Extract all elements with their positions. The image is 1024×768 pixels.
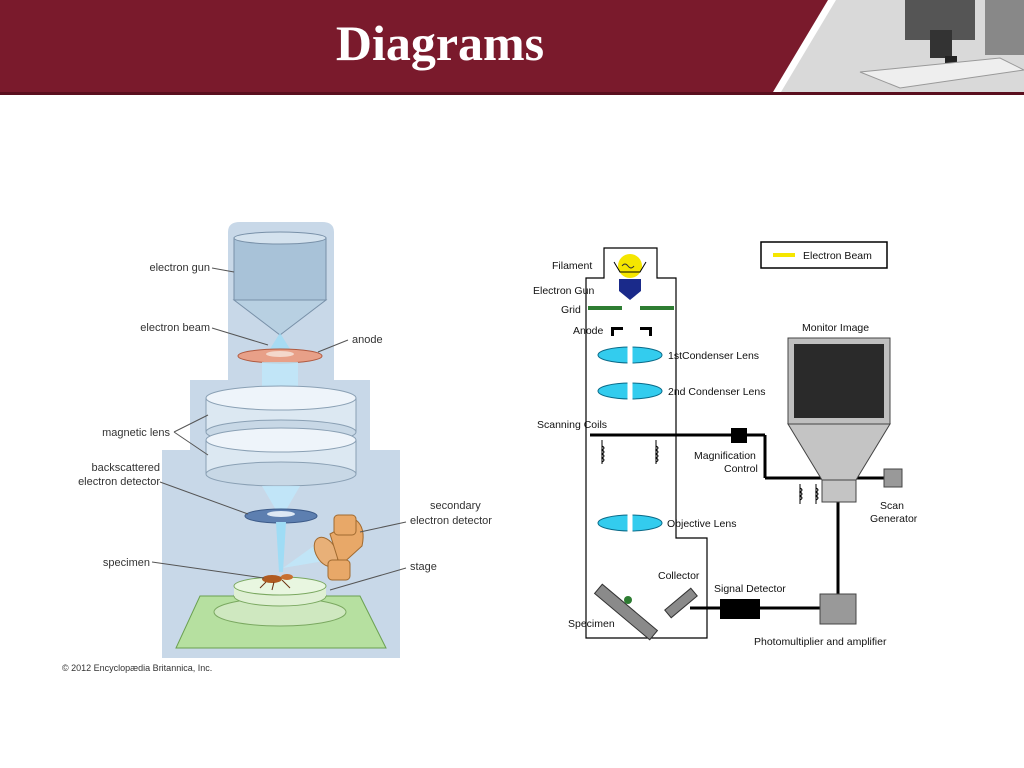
label-magnification-1: Magnification	[694, 450, 756, 462]
secondary-detector-shape	[313, 514, 364, 581]
header-divider	[0, 92, 1024, 95]
label-grid: Grid	[561, 304, 581, 316]
grid-shape	[588, 306, 674, 310]
label-condenser-1: 1stCondenser Lens	[668, 350, 759, 362]
sem-schematic-diagram: Electron Beam Filament Electron Gun Grid…	[533, 241, 918, 648]
header-banner: Diagrams	[0, 0, 1024, 92]
electron-beam-mid	[262, 362, 298, 390]
legend: Electron Beam	[760, 241, 888, 269]
deflection-coils	[798, 484, 819, 504]
legend-label: Electron Beam	[803, 250, 872, 262]
collector-shape	[664, 587, 698, 619]
label-signal-detector: Signal Detector	[714, 583, 786, 595]
sem-cutaway-diagram: electron gun electron beam anode magneti…	[78, 222, 492, 658]
label-electron-gun: Electron Gun	[533, 285, 594, 297]
label-scanning-coils: Scanning Coils	[537, 419, 607, 431]
electron-beam-lower	[262, 486, 300, 510]
label-backscattered-1: backscattered	[92, 462, 160, 474]
label-anode: Anode	[573, 325, 604, 337]
label-specimen: Specimen	[568, 618, 615, 630]
label-scan-1: Scan	[880, 500, 904, 512]
label-specimen: specimen	[103, 557, 150, 569]
label-collector: Collector	[658, 570, 700, 582]
label-electron-gun: electron gun	[149, 262, 210, 274]
label-photomultiplier: Photomultiplier and amplifier	[754, 636, 887, 648]
scan-generator-box	[883, 468, 903, 488]
leader-lines	[151, 267, 407, 591]
scanning-coils	[600, 440, 659, 464]
electron-beam-top	[268, 333, 292, 352]
anode-shape	[237, 348, 323, 364]
stage-shape	[175, 576, 387, 649]
electron-gun-shape	[619, 279, 641, 300]
label-objective-lens: Objective Lens	[667, 518, 736, 530]
label-monitor-image: Monitor Image	[802, 322, 869, 334]
legend-swatch	[773, 253, 795, 257]
magnification-control-box	[731, 428, 747, 443]
specimen-insect	[259, 574, 293, 591]
anode-shape	[611, 327, 652, 336]
specimen-shape	[593, 583, 659, 641]
label-anode: anode	[352, 334, 383, 346]
label-magnetic-lens: magnetic lens	[102, 427, 170, 439]
filament-shape	[613, 254, 647, 278]
label-scan-2: Generator	[870, 513, 918, 525]
label-secondary-2: electron detector	[410, 515, 492, 527]
backscattered-detector-shape	[244, 508, 318, 524]
label-electron-beam: electron beam	[140, 322, 210, 334]
slide-title: Diagrams	[335, 15, 545, 71]
microscope-photo	[773, 0, 1024, 92]
label-condenser-2: 2nd Condenser Lens	[668, 386, 766, 398]
label-magnification-2: Control	[724, 463, 758, 475]
copyright-note: © 2012 Encyclopædia Britannica, Inc.	[62, 663, 213, 673]
electron-beam-probe	[276, 522, 286, 572]
monitor-shape	[787, 337, 891, 503]
label-backscattered-2: electron detector	[78, 476, 160, 488]
label-stage: stage	[410, 561, 437, 573]
electron-gun-shape	[232, 231, 328, 336]
signal-detector-box	[720, 599, 760, 619]
photomultiplier-box	[819, 593, 857, 625]
column-outline	[585, 247, 708, 639]
magnetic-lens-lower	[205, 427, 357, 487]
label-filament: Filament	[552, 260, 592, 272]
label-secondary-1: secondary	[430, 500, 481, 512]
